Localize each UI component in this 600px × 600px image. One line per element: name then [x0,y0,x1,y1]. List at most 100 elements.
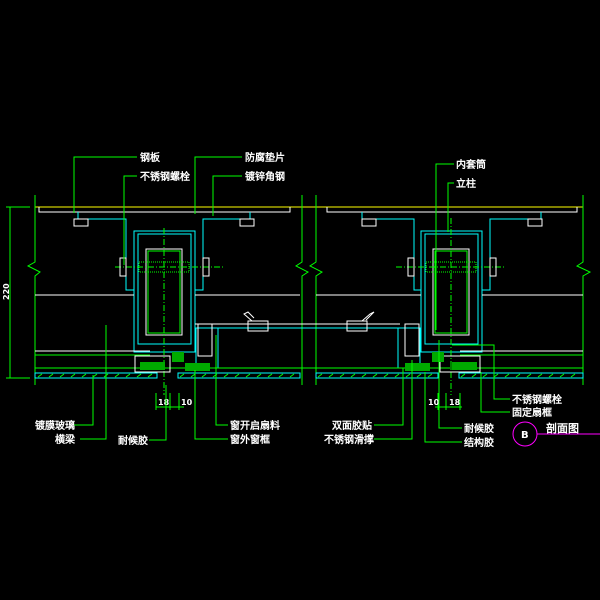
hatch-mark [289,373,295,378]
label-structural-sealant: 结构胶 [464,436,494,449]
hatch-mark [361,373,367,378]
label-weather-sealant-right: 耐候胶 [464,422,494,435]
hatch-mark [405,373,411,378]
hatch-mark [234,373,240,378]
window-handle-lever [361,311,375,322]
anchor-bracket [527,218,543,227]
galvanized-angle-right [482,212,542,291]
bolt-nut [489,257,497,277]
hatch-mark [427,373,433,378]
coated-glass-pane [34,372,158,379]
hatch-mark [223,373,229,378]
floor-slab [38,207,291,213]
hatch-mark [339,373,345,378]
hatch-mark [548,373,554,378]
label-anticorrosion-gasket: 防腐垫片 [245,151,285,164]
anchor-bracket [239,218,255,227]
hatch-mark [471,373,477,378]
hatch-mark [48,373,54,378]
floor-slab [326,207,578,213]
right-section: 10 18 内套筒 立柱 双面胶贴 不锈钢滑撑 耐候胶 结构胶 不锈钢螺栓 固定… [295,158,600,449]
label-steel-plate: 钢板 [140,151,161,164]
sealant-block [140,362,165,370]
hatch-mark [147,373,153,378]
hatch-mark [350,373,356,378]
hatch-mark [179,373,185,378]
hatch-mark [372,373,378,378]
hatch-mark [493,373,499,378]
bolt-thread [138,261,190,273]
galvanized-angle-right [195,212,251,291]
hatch-mark [317,373,323,378]
galvanized-angle-left [77,212,134,291]
section-mark-letter: B [521,430,529,441]
hatch-mark [394,373,400,378]
leader-line [194,370,228,440]
bolt-head [119,257,127,277]
hatch-mark [136,373,142,378]
window-sash [404,323,420,357]
leader-line [74,375,94,426]
window-sash [197,323,213,357]
label-stainless-bolt: 不锈钢螺栓 [140,170,190,183]
window-handle [247,320,269,332]
dimension-left-gap-a: 18 [158,398,170,407]
leader-line [212,175,242,216]
break-line [575,195,592,385]
label-mullion: 立柱 [456,177,476,190]
label-stainless-friction-stay: 不锈钢滑撑 [324,433,374,446]
hatch-mark [114,373,120,378]
leader-line [194,156,242,214]
coated-glass-pane [458,372,584,379]
label-transom: 横梁 [55,433,76,446]
hatch-mark [267,373,273,378]
leader-line [80,325,107,440]
label-weather-sealant-left: 耐候胶 [118,434,148,447]
left-section: 220 [2,151,301,447]
label-stainless-bolt-right: 不锈钢螺栓 [512,393,562,406]
hatch-mark [570,373,576,378]
hatch-mark [70,373,76,378]
leader-line [435,163,454,330]
hatch-mark [256,373,262,378]
hatch-mark [559,373,565,378]
window-outer-frame [195,327,219,369]
hatch-mark [383,373,389,378]
sealant-block [185,363,210,371]
hatch-mark [328,373,334,378]
hatch-mark [37,373,43,378]
label-window-sash-profile: 窗开启扇料 [230,419,280,432]
hatch-mark [59,373,65,378]
coated-glass-pane [177,372,301,379]
hatch-mark [125,373,131,378]
label-galvanized-angle: 镀锌角钢 [245,170,285,183]
glass-hatching [37,373,576,378]
hatch-mark [278,373,284,378]
leader-line [447,182,454,232]
window-handle [346,320,368,332]
hatch-mark [537,373,543,378]
leader-line [480,372,510,413]
hatch-mark [482,373,488,378]
bolt-thread [425,261,477,273]
sealant-block [405,363,430,371]
hatch-mark [92,373,98,378]
hatch-mark [515,373,521,378]
dimension-right-gap-b: 18 [449,398,461,407]
leader-line [452,344,510,400]
leader-line [438,340,462,429]
leader-line [73,156,137,213]
dimension-right-gap-a: 10 [428,398,440,407]
hatch-mark [416,373,422,378]
section-title: 剖面图 [546,421,579,435]
hatch-mark [201,373,207,378]
break-line [309,195,323,385]
label-double-sided-tape: 双面胶贴 [332,419,372,432]
hatch-mark [245,373,251,378]
dimension-height: 220 [2,283,11,300]
anchor-bracket [73,218,89,227]
hatch-mark [103,373,109,378]
hatch-mark [212,373,218,378]
